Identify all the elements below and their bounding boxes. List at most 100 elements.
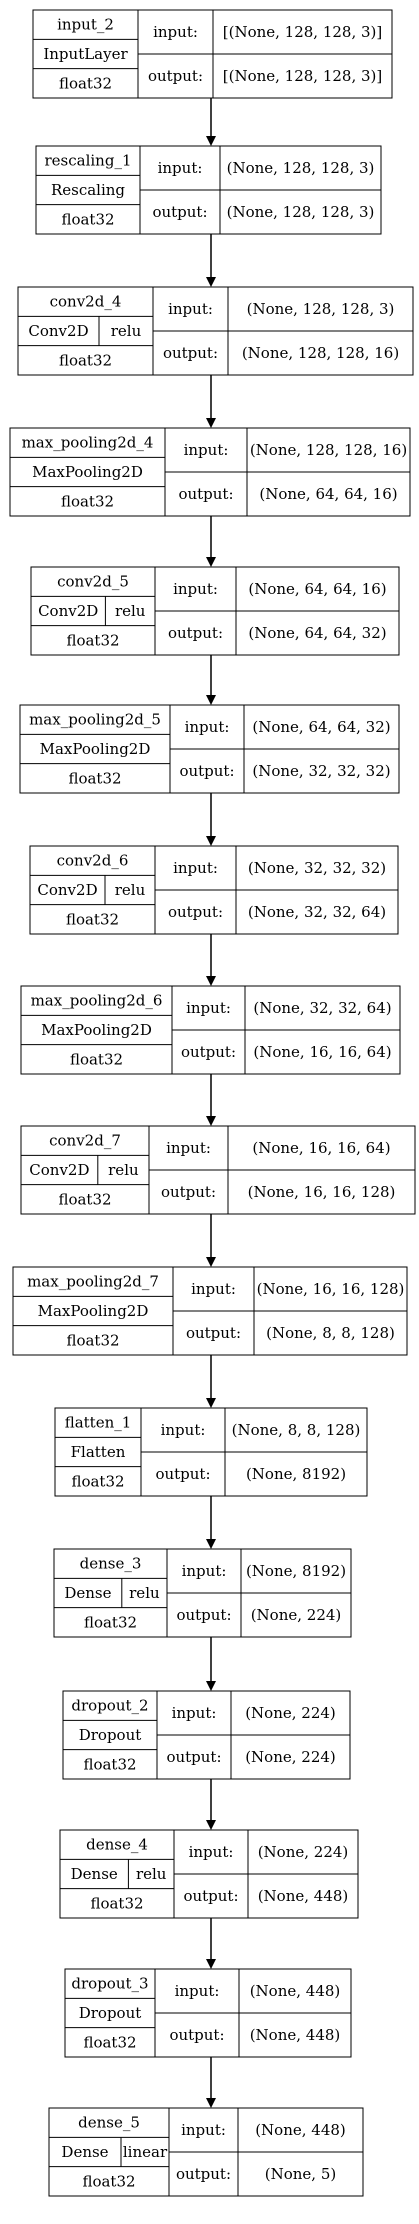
output-label: output:	[179, 762, 234, 780]
layer-dtype: float32	[90, 1894, 143, 1912]
layer-name: max_pooling2d_4	[22, 434, 154, 452]
output-label: output:	[155, 1465, 210, 1483]
layer-node-flatten-1: flatten_1Flattenfloat32input:output:(Non…	[54, 1407, 368, 1497]
output-label: output:	[176, 2165, 231, 2183]
edge-arrow	[206, 934, 216, 986]
output-label: output:	[163, 344, 218, 362]
layer-name: dropout_2	[71, 1697, 148, 1715]
input-label: input:	[186, 999, 231, 1017]
output-label: output:	[168, 624, 223, 642]
input-shape: (None, 128, 128, 16)	[250, 441, 407, 459]
layer-name: conv2d_7	[49, 1132, 121, 1150]
output-shape: [(None, 128, 128, 3)]	[223, 67, 383, 85]
layer-dtype: float32	[61, 492, 114, 510]
input-shape: (None, 224)	[245, 1704, 336, 1722]
input-shape: (None, 64, 64, 16)	[248, 580, 386, 598]
layer-activation: relu	[111, 322, 142, 340]
input-label: input:	[189, 1843, 234, 1861]
layer-name: conv2d_5	[57, 573, 129, 591]
output-shape: (None, 5)	[265, 2165, 336, 2183]
input-label: input:	[184, 441, 229, 459]
layer-dtype: float32	[68, 769, 121, 787]
layer-activation: linear	[123, 2143, 168, 2161]
output-label: output:	[178, 485, 233, 503]
input-label: input:	[172, 1704, 217, 1722]
input-shape: (None, 448)	[255, 2121, 346, 2139]
layer-activation: relu	[115, 602, 146, 620]
layer-activation: relu	[115, 881, 146, 899]
input-label: input:	[173, 859, 218, 877]
layer-type: MaxPooling2D	[41, 1021, 152, 1039]
output-shape: (None, 8, 8, 128)	[266, 1324, 395, 1342]
layer-dtype: float32	[59, 351, 112, 369]
output-label: output:	[161, 1183, 216, 1201]
layer-node-dropout-3: dropout_3Dropoutfloat32input:output:(Non…	[64, 1968, 352, 2058]
layer-name: input_2	[57, 16, 114, 34]
layer-type: InputLayer	[43, 45, 128, 63]
edge-arrow	[206, 2057, 216, 2108]
input-label: input:	[181, 2121, 226, 2139]
input-label: input:	[182, 1562, 227, 1580]
output-shape: (None, 32, 32, 32)	[252, 762, 390, 780]
input-label: input:	[175, 1982, 220, 2000]
input-shape: (None, 64, 64, 32)	[252, 718, 390, 736]
layer-name: max_pooling2d_7	[27, 1273, 159, 1291]
layer-name: max_pooling2d_5	[29, 711, 161, 729]
layer-node-input-2: input_2InputLayerfloat32input:output:[(N…	[32, 9, 393, 99]
layer-activation: relu	[129, 1584, 160, 1602]
edge-arrow	[206, 1074, 216, 1126]
layer-type: Dense	[61, 2143, 108, 2161]
layer-dtype: float32	[58, 1190, 111, 1208]
output-shape: (None, 128, 128, 3)	[227, 203, 375, 221]
output-shape: (None, 32, 32, 64)	[248, 903, 386, 921]
layer-type: Rescaling	[51, 181, 125, 199]
edge-arrow	[206, 655, 216, 705]
input-shape: (None, 16, 16, 128)	[257, 1280, 405, 1298]
input-label: input:	[185, 718, 230, 736]
input-label: input:	[158, 159, 203, 177]
input-shape: (None, 448)	[250, 1982, 341, 2000]
layer-type: Flatten	[71, 1443, 126, 1461]
layer-dtype: float32	[66, 631, 119, 649]
output-label: output:	[183, 1887, 238, 1905]
input-shape: [(None, 128, 128, 3)]	[223, 23, 383, 41]
edge-arrow	[206, 1355, 216, 1408]
layer-dtype: float32	[61, 210, 114, 228]
input-label: input:	[173, 580, 218, 598]
layer-name: rescaling_1	[45, 152, 132, 170]
layer-type: MaxPooling2D	[40, 740, 151, 758]
edge-arrow	[206, 1496, 216, 1549]
layer-node-max-pooling2d-4: max_pooling2d_4MaxPooling2Dfloat32input:…	[9, 427, 411, 517]
edge-arrow	[206, 516, 216, 567]
edge-arrow	[206, 1779, 216, 1830]
layer-dtype: float32	[66, 1331, 119, 1349]
layer-node-max-pooling2d-7: max_pooling2d_7MaxPooling2Dfloat32input:…	[12, 1266, 408, 1356]
layer-type: Conv2D	[29, 1161, 89, 1179]
output-label: output:	[168, 903, 223, 921]
output-shape: (None, 224)	[245, 1748, 336, 1766]
edge-arrow	[206, 793, 216, 846]
layer-name: flatten_1	[65, 1414, 132, 1432]
output-shape: (None, 448)	[258, 1887, 349, 1905]
input-shape: (None, 8192)	[246, 1562, 346, 1580]
output-shape: (None, 128, 128, 16)	[242, 344, 399, 362]
layer-dtype: float32	[83, 1755, 136, 1773]
input-shape: (None, 16, 16, 64)	[252, 1139, 390, 1157]
output-shape: (None, 448)	[250, 2026, 341, 2044]
output-label: output:	[176, 1606, 231, 1624]
layer-name: dropout_3	[71, 1975, 148, 1993]
layer-name: dense_5	[78, 2114, 140, 2132]
input-shape: (None, 32, 32, 64)	[253, 999, 391, 1017]
edge-arrow	[206, 1214, 216, 1267]
layer-type: Conv2D	[37, 881, 97, 899]
layer-dtype: float32	[59, 74, 112, 92]
output-label: output:	[152, 203, 207, 221]
input-label: input:	[168, 300, 213, 318]
layer-name: max_pooling2d_6	[31, 992, 163, 1010]
